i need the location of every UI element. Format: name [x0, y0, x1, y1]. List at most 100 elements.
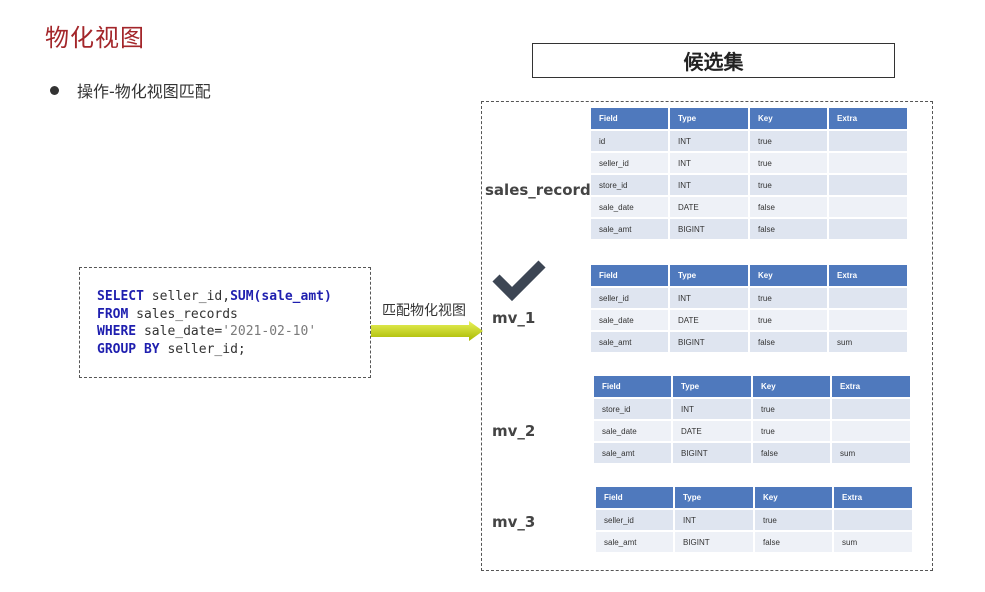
- sql-text: (sale_amt): [253, 289, 332, 304]
- cell-type: DATE: [670, 310, 748, 330]
- cell-key: false: [755, 532, 832, 552]
- cell-extra: [829, 288, 907, 308]
- cell-field: sale_amt: [594, 443, 671, 463]
- header-key: Key: [750, 108, 827, 129]
- header-key: Key: [755, 487, 832, 508]
- cell-field: seller_id: [591, 288, 668, 308]
- cell-key: true: [750, 131, 827, 151]
- header-field: Field: [591, 108, 668, 129]
- cell-type: INT: [673, 399, 751, 419]
- cell-type: DATE: [673, 421, 751, 441]
- cell-type: BIGINT: [670, 332, 748, 352]
- table-name-mv-1: mv_1: [492, 309, 536, 327]
- cell-key: true: [755, 510, 832, 530]
- cell-field: seller_id: [591, 153, 668, 173]
- cell-field: sale_amt: [591, 219, 668, 239]
- header-key: Key: [753, 376, 830, 397]
- table-header-row: Field Type Key Extra: [591, 265, 907, 286]
- cell-extra: [829, 153, 907, 173]
- cell-extra: [832, 399, 910, 419]
- sql-text: sale_date=: [136, 324, 223, 339]
- header-extra: Extra: [832, 376, 910, 397]
- header-type: Type: [675, 487, 753, 508]
- cell-extra: sum: [829, 332, 907, 352]
- cell-type: INT: [670, 131, 748, 151]
- cell-key: false: [753, 443, 830, 463]
- cell-field: id: [591, 131, 668, 151]
- cell-type: INT: [675, 510, 753, 530]
- cell-field: seller_id: [596, 510, 673, 530]
- cell-field: store_id: [594, 399, 671, 419]
- sql-line-2: FROM sales_records: [97, 306, 370, 324]
- bullet-text: 操作-物化视图匹配: [77, 82, 211, 101]
- header-key: Key: [750, 265, 827, 286]
- sql-string: '2021-02-10': [222, 324, 317, 339]
- cell-extra: [829, 197, 907, 217]
- cell-key: false: [750, 197, 827, 217]
- table-name-mv-3: mv_3: [492, 513, 536, 531]
- table-header-row: Field Type Key Extra: [596, 487, 912, 508]
- cell-extra: [829, 175, 907, 195]
- page-title: 物化视图: [45, 24, 145, 52]
- sql-keyword: FROM: [97, 306, 129, 322]
- cell-field: sale_amt: [591, 332, 668, 352]
- header-extra: Extra: [829, 265, 907, 286]
- sql-keyword: GROUP BY: [97, 341, 160, 357]
- header-type: Type: [673, 376, 751, 397]
- header-type: Type: [670, 108, 748, 129]
- cell-type: BIGINT: [675, 532, 753, 552]
- cell-key: true: [750, 153, 827, 173]
- cell-key: true: [750, 310, 827, 330]
- cell-type: DATE: [670, 197, 748, 217]
- cell-type: BIGINT: [673, 443, 751, 463]
- sql-text: seller_id,: [143, 289, 231, 304]
- cell-field: store_id: [591, 175, 668, 195]
- sql-keyword: SELECT: [97, 289, 144, 304]
- sql-text: sales_records: [128, 306, 238, 322]
- cell-extra: [834, 510, 912, 530]
- sql-keyword: WHERE: [97, 324, 137, 339]
- sql-keyword: SUM: [230, 289, 254, 304]
- cell-field: sale_date: [594, 421, 671, 441]
- cell-key: true: [750, 175, 827, 195]
- sql-line-3: WHERE sale_date='2021-02-10': [97, 323, 370, 341]
- cell-key: true: [753, 399, 830, 419]
- cell-extra: [829, 131, 907, 151]
- cell-field: sale_date: [591, 197, 668, 217]
- header-type: Type: [670, 265, 748, 286]
- table-header-row: Field Type Key Extra: [591, 108, 907, 129]
- cell-type: INT: [670, 153, 748, 173]
- candidate-set-box: [481, 101, 933, 571]
- right-arrow-icon: [371, 321, 483, 341]
- cell-key: true: [753, 421, 830, 441]
- cell-extra: [829, 219, 907, 239]
- cell-key: false: [750, 332, 827, 352]
- cell-type: INT: [670, 288, 748, 308]
- sql-query-box: SELECT seller_id,SUM(sale_amt) FROM sale…: [79, 267, 371, 378]
- header-extra: Extra: [829, 108, 907, 129]
- cell-key: false: [750, 219, 827, 239]
- cell-extra: [829, 310, 907, 330]
- cell-extra: sum: [832, 443, 910, 463]
- bullet-item: 操作-物化视图匹配: [50, 78, 211, 102]
- cell-type: INT: [670, 175, 748, 195]
- table-header-row: Field Type Key Extra: [594, 376, 910, 397]
- cell-field: sale_amt: [596, 532, 673, 552]
- cell-type: BIGINT: [670, 219, 748, 239]
